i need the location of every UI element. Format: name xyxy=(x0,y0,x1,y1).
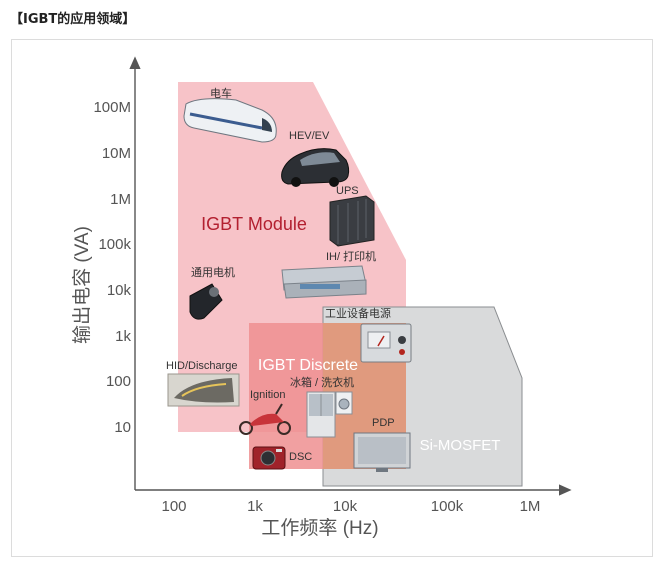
app-label-motor: 通用电机 xyxy=(191,265,235,279)
washing-machine-icon xyxy=(335,391,353,415)
x-axis-label: 工作频率 (Hz) xyxy=(261,517,378,539)
y-tick-10: 10 xyxy=(114,419,131,436)
si-mosfet-label: Si-MOSFET xyxy=(420,437,501,454)
app-label-ignition: Ignition xyxy=(250,389,285,401)
page-title: 【IGBT的应用领域】 xyxy=(10,12,136,27)
server-rack-icon xyxy=(329,195,375,247)
y-tick-100M: 100M xyxy=(93,99,131,116)
y-tick-1k: 1k xyxy=(115,328,131,345)
y-tick-labels: 100M 10M 1M 100k 10k 1k 100 10 xyxy=(93,99,131,436)
motor-icon xyxy=(189,283,223,320)
app-label-dsc: DSC xyxy=(289,451,312,463)
train-icon xyxy=(183,98,277,143)
app-label-hev: HEV/EV xyxy=(289,130,330,142)
x-tick-100k: 100k xyxy=(431,498,464,515)
y-tick-10M: 10M xyxy=(102,145,131,162)
app-label-pdp: PDP xyxy=(372,417,395,429)
headlight-icon xyxy=(167,373,240,407)
camera-icon xyxy=(252,446,286,470)
app-label-hid: HID/Discharge xyxy=(166,360,238,372)
app-label-ups: UPS xyxy=(336,185,359,197)
x-tick-100: 100 xyxy=(161,498,186,515)
car-icon xyxy=(281,148,350,187)
x-tick-labels: 100 1k 10k 100k 1M xyxy=(161,498,540,515)
tv-icon xyxy=(353,432,411,472)
y-tick-10k: 10k xyxy=(107,282,132,299)
y-tick-100: 100 xyxy=(106,373,131,390)
x-tick-1M: 1M xyxy=(520,498,541,515)
app-label-ih-printer: IH/ 打印机 xyxy=(326,249,376,263)
igbt-discrete-label: IGBT Discrete xyxy=(258,357,358,374)
app-label-fridge: 冰箱 / 洗衣机 xyxy=(290,375,354,389)
printer-icon xyxy=(281,265,367,299)
x-tick-10k: 10k xyxy=(333,498,358,515)
igbt-module-label: IGBT Module xyxy=(201,214,307,234)
y-axis-label: 输出电容 (VA) xyxy=(71,226,93,344)
x-tick-1k: 1k xyxy=(247,498,263,515)
scooter-icon xyxy=(239,403,291,435)
y-tick-100k: 100k xyxy=(98,236,131,253)
refrigerator-icon xyxy=(306,391,336,438)
app-label-train: 电车 xyxy=(210,86,232,100)
app-label-industrial-power: 工业设备电源 xyxy=(325,306,391,320)
power-supply-icon xyxy=(360,323,412,363)
y-tick-1M: 1M xyxy=(110,191,131,208)
